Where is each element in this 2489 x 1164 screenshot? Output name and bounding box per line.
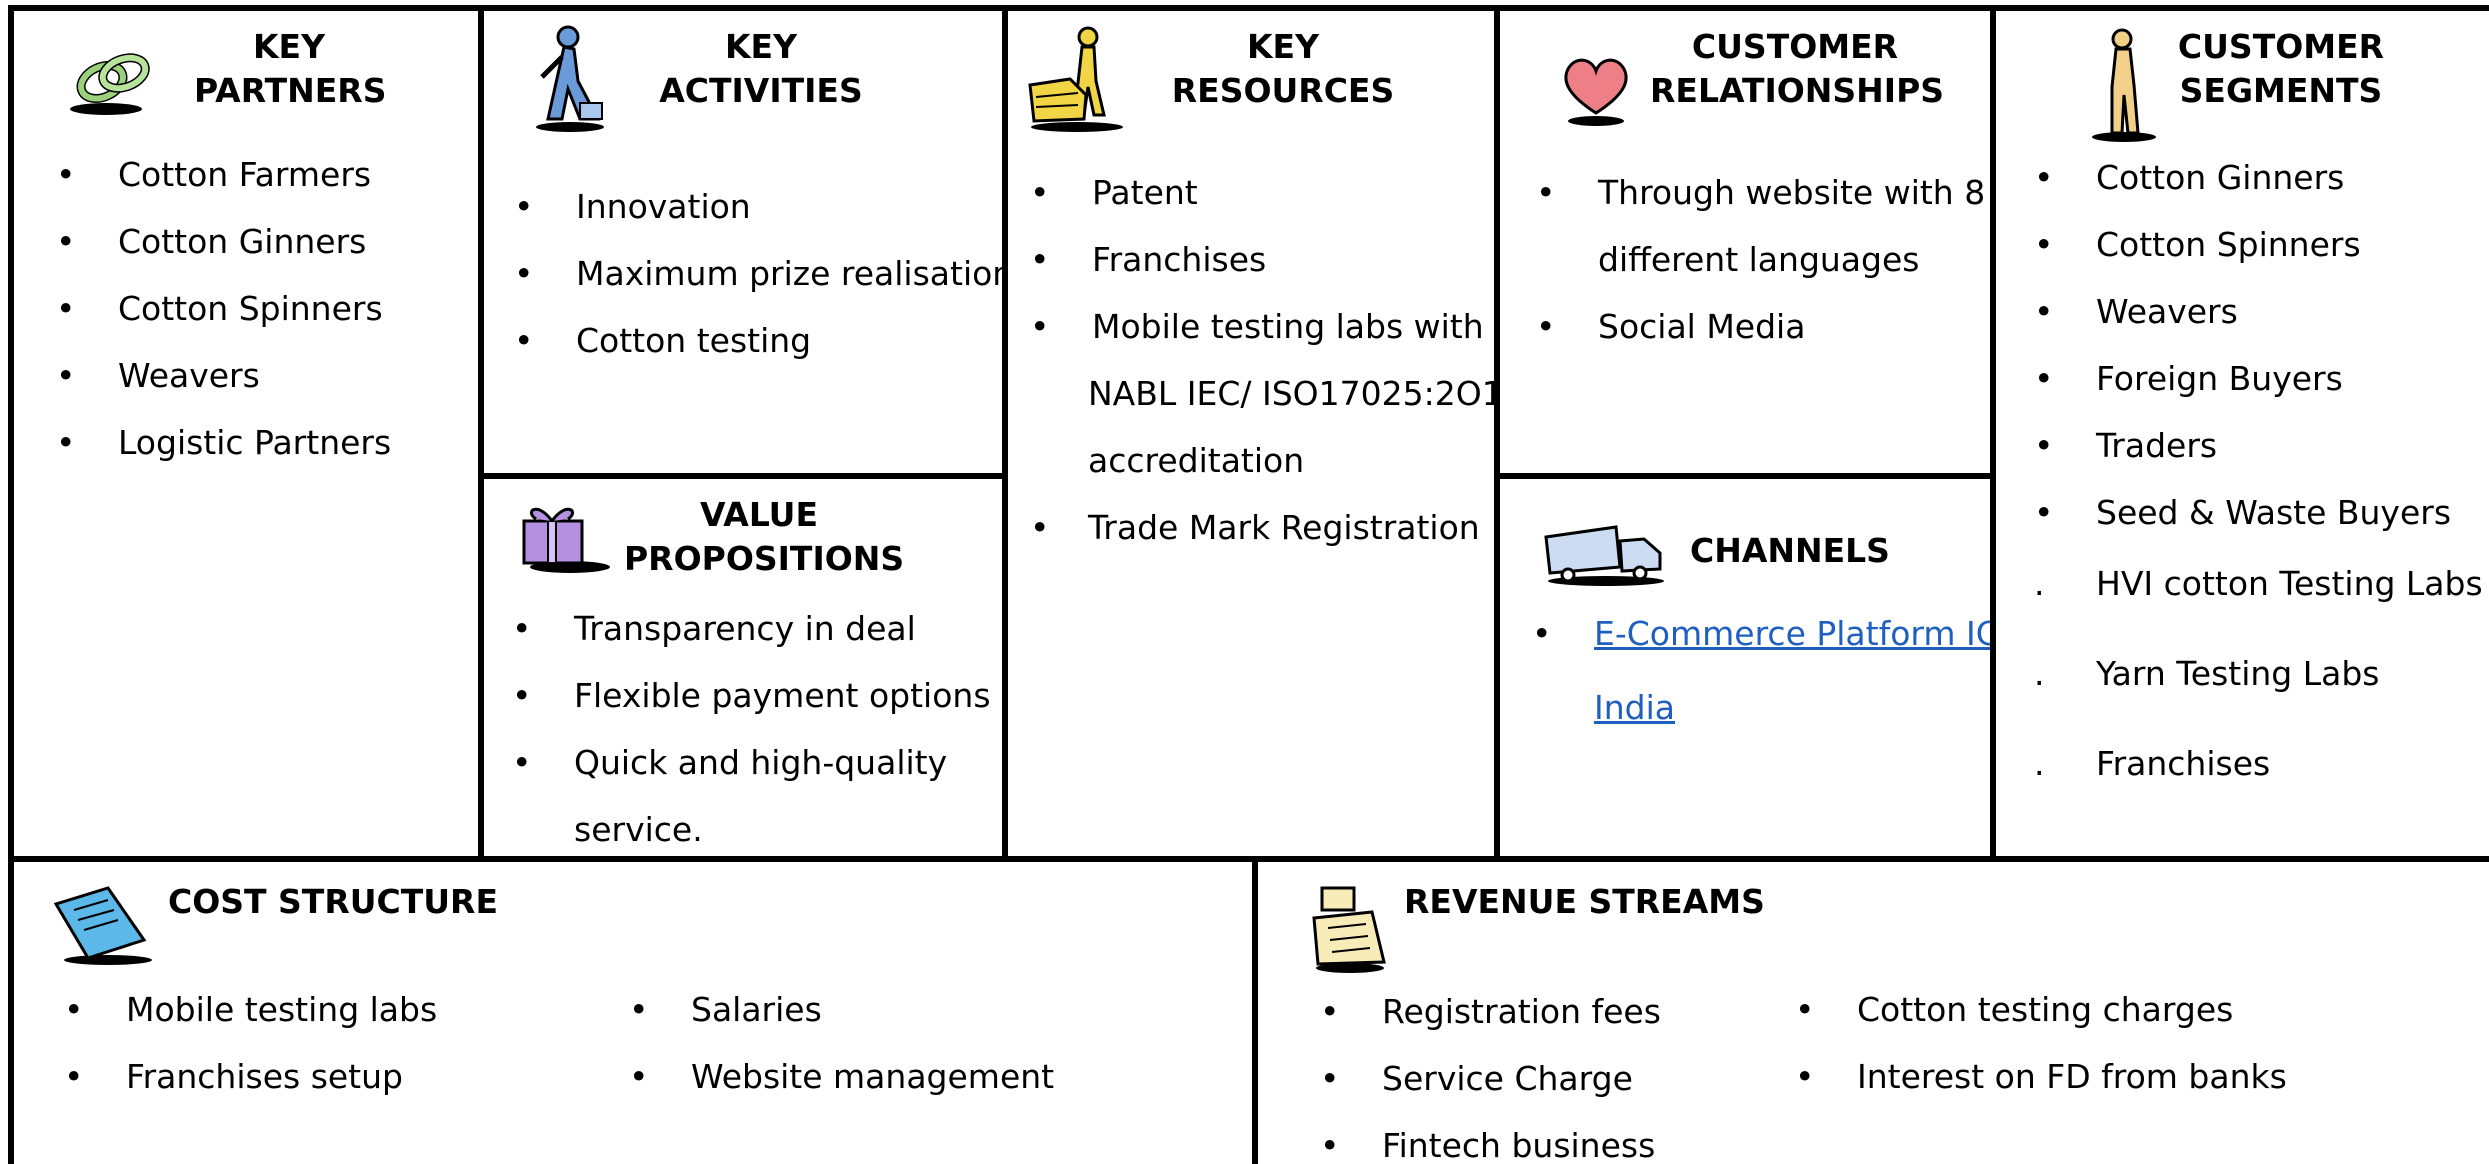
- revenue-streams-box: REVENUE STREAMS •Registration fees •Serv…: [1252, 856, 2489, 1164]
- ecommerce-platform-link-cont[interactable]: India: [1594, 688, 1675, 727]
- value-propositions-list: •Transparency in deal •Flexible payment …: [512, 595, 991, 856]
- list-item: •Cotton Ginners: [2034, 158, 2345, 197]
- list-item: •Interest on FD from banks: [1795, 1057, 2287, 1096]
- person-icon: [2092, 28, 2156, 142]
- list-item: •Salaries: [629, 990, 822, 1029]
- ecommerce-platform-link[interactable]: E-Commerce Platform ICS: [1594, 614, 1996, 653]
- list-item: .Franchises: [2034, 744, 2271, 783]
- revenue-streams-title: REVENUE STREAMS: [1404, 882, 1765, 921]
- key-partners-title: KEY PARTNERS: [194, 27, 387, 110]
- list-item-continued: NABL IEC/ ISO17025:2O17: [1088, 374, 1500, 413]
- cash-register-icon: [1312, 886, 1386, 973]
- list-item: •Cotton testing charges: [1795, 990, 2234, 1029]
- customer-segments-box: CUSTOMER SEGMENTS •Cotton Ginners •Cotto…: [1990, 5, 2489, 862]
- cost-structure-col2: •Salaries •Website management: [629, 976, 1054, 1110]
- key-activities-box: KEY ACTIVITIES •Innovation •Maximum priz…: [478, 5, 1008, 479]
- list-item: •Maximum prize realisation: [514, 254, 1008, 293]
- key-resources-list: •Patent •Franchises •Mobile testing labs…: [1030, 159, 1500, 561]
- list-item: •Mobile testing labs with: [1030, 307, 1484, 346]
- list-item-continued: different languages: [1598, 240, 1920, 279]
- list-item: •Foreign Buyers: [2034, 359, 2343, 398]
- list-item: •Weavers: [56, 356, 260, 395]
- list-item: •Flexible payment options: [512, 676, 991, 715]
- cost-structure-title: COST STRUCTURE: [168, 882, 498, 921]
- channels-box: CHANNELS •E-Commerce Platform ICS India: [1494, 473, 1996, 862]
- list-item: •Trade Mark Registration: [1030, 508, 1480, 547]
- value-propositions-title: VALUE PROPOSITIONS: [624, 495, 905, 578]
- channels-list: •E-Commerce Platform ICS India: [1532, 597, 1996, 745]
- list-item: •Franchises setup: [64, 1057, 403, 1096]
- list-item: •Cotton Farmers: [56, 155, 372, 194]
- list-item: •Franchises: [1030, 240, 1267, 279]
- heart-icon: [1564, 58, 1628, 126]
- worker-icon: [536, 25, 604, 132]
- key-partners-box: KEY PARTNERS •Cotton Farmers •Cotton Gin…: [8, 5, 484, 862]
- list-item: •Transparency in deal: [512, 609, 916, 648]
- list-item: •Cotton Spinners: [2034, 225, 2361, 264]
- list-item: •Innovation: [514, 187, 751, 226]
- list-item: •Seed & Waste Buyers: [2034, 493, 2452, 532]
- key-resources-title: KEY RESOURCES: [1171, 27, 1395, 110]
- invoice-icon: [53, 886, 152, 965]
- list-item: •Service Charge: [1320, 1059, 1633, 1098]
- list-item: •Through website with 8: [1536, 173, 1986, 212]
- list-item: •Website management: [629, 1057, 1055, 1096]
- customer-segments-title: CUSTOMER SEGMENTS: [2177, 27, 2385, 110]
- value-propositions-box: VALUE PROPOSITIONS •Transparency in deal…: [478, 473, 1008, 862]
- chain-link-icon: [70, 53, 150, 115]
- list-item: •Weavers: [2034, 292, 2238, 331]
- list-item: •Traders: [2034, 426, 2218, 465]
- list-item: •Logistic Partners: [56, 423, 392, 462]
- customer-relationships-list: •Through website with 8 different langua…: [1536, 159, 1985, 360]
- key-resources-box: KEY RESOURCES •Patent •Franchises •Mobil…: [1002, 5, 1500, 862]
- list-item-continued: India: [1532, 671, 1990, 745]
- list-item: .HVI cotton Testing Labs: [2034, 564, 2483, 603]
- customer-segments-list: •Cotton Ginners •Cotton Spinners •Weaver…: [2034, 144, 2451, 546]
- customer-relationships-box: CUSTOMER RELATIONSHIPS •Through website …: [1494, 5, 1996, 479]
- revenue-streams-col2: •Cotton testing charges •Interest on FD …: [1795, 976, 2287, 1110]
- channels-title: CHANNELS: [1690, 531, 1890, 570]
- revenue-streams-col1: •Registration fees •Service Charge •Fint…: [1320, 978, 1661, 1164]
- list-item: •Fintech business: [1320, 1126, 1656, 1164]
- key-activities-list: •Innovation •Maximum prize realisation •…: [514, 173, 1008, 374]
- forklift-worker-icon: [1028, 26, 1123, 132]
- key-activities-title: KEY ACTIVITIES: [659, 27, 863, 110]
- cost-structure-box: COST STRUCTURE •Mobile testing labs •Fra…: [8, 856, 1268, 1164]
- list-item: •Quick and high-quality: [512, 743, 948, 782]
- list-item: •Cotton Ginners: [56, 222, 367, 261]
- list-item: .Yarn Testing Labs: [2034, 654, 2380, 693]
- list-item: •Registration fees: [1320, 992, 1661, 1031]
- key-partners-list: •Cotton Farmers •Cotton Ginners •Cotton …: [56, 141, 391, 476]
- list-item: •Social Media: [1536, 307, 1806, 346]
- customer-relationships-title: CUSTOMER RELATIONSHIPS: [1650, 27, 1945, 110]
- list-item: •Cotton testing: [514, 321, 812, 360]
- list-item: •Mobile testing labs: [64, 990, 438, 1029]
- list-item-continued: accreditation: [1088, 441, 1305, 480]
- list-item-continued: service.: [574, 810, 703, 849]
- list-item: •Patent: [1030, 173, 1198, 212]
- list-item: •E-Commerce Platform ICS: [1532, 597, 1996, 671]
- list-item: •Cotton Spinners: [56, 289, 383, 328]
- gift-icon: [522, 507, 610, 573]
- cost-structure-col1: •Mobile testing labs •Franchises setup: [64, 976, 437, 1110]
- truck-icon: [1544, 525, 1664, 586]
- customer-segments-list-extra: .HVI cotton Testing Labs .Yarn Testing L…: [2034, 539, 2483, 809]
